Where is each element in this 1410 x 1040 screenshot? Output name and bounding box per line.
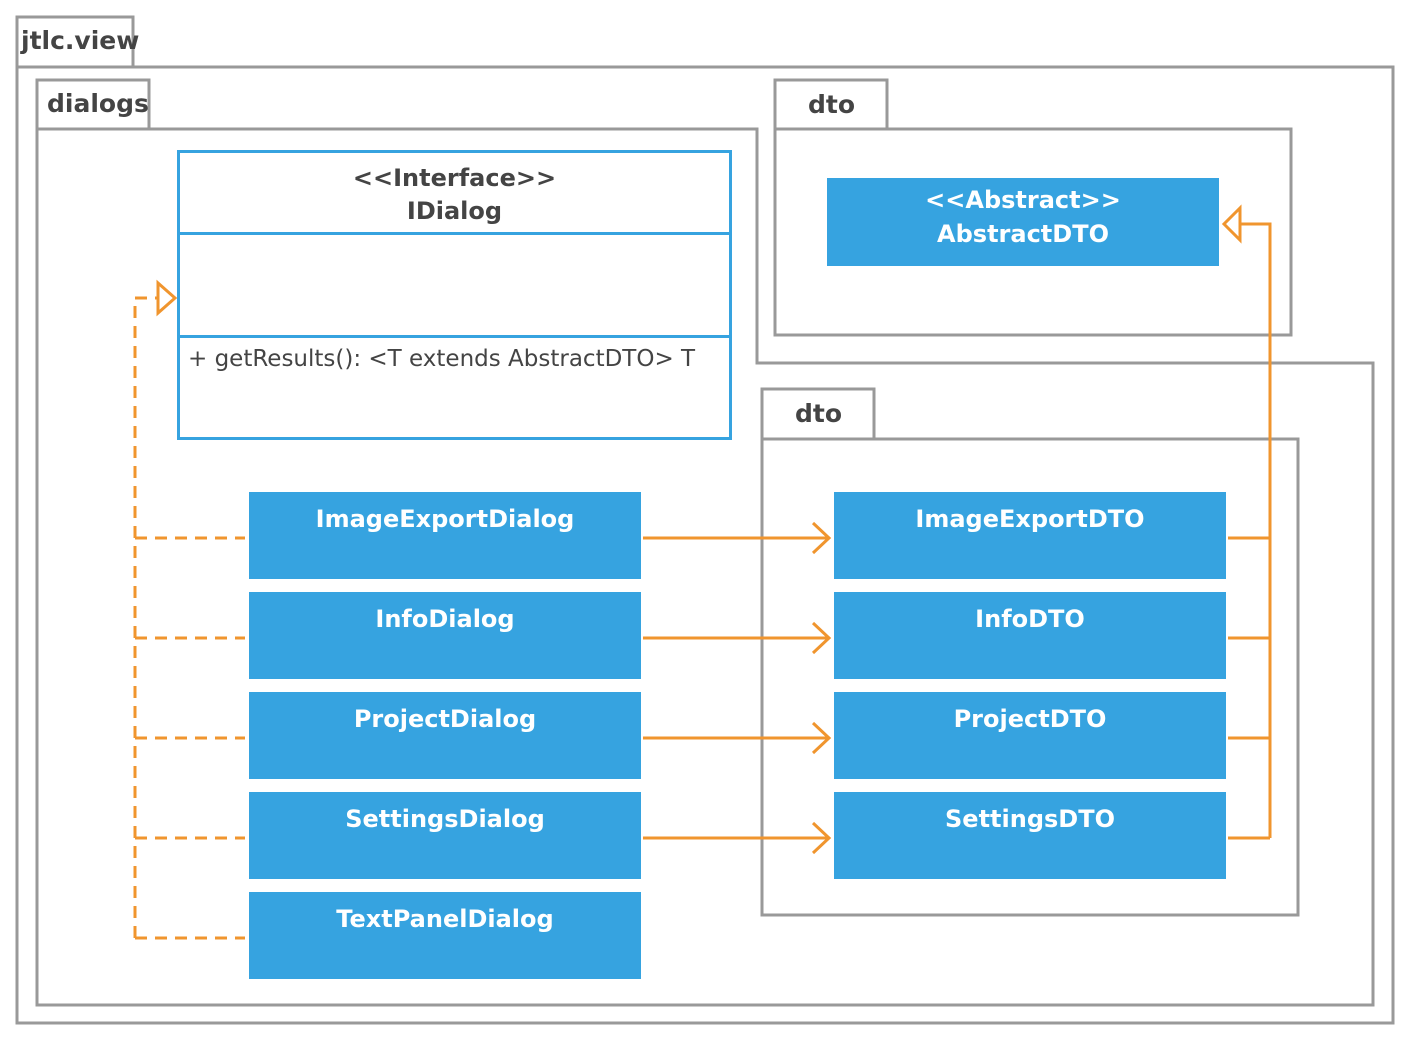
interface-idialog-header: <<Interface>> IDialog — [180, 153, 729, 235]
package-label-dialogs: dialogs — [47, 89, 149, 118]
class-info-dto[interactable]: InfoDTO — [834, 592, 1226, 679]
association-relations — [643, 521, 832, 855]
interface-attributes-compartment — [180, 235, 729, 338]
class-info-dialog[interactable]: InfoDialog — [249, 592, 641, 679]
association-project-head — [811, 721, 832, 755]
package-dialogs — [35, 78, 1375, 1007]
package-jtlc-view — [15, 15, 1395, 1025]
realization-relations — [133, 296, 245, 940]
interface-name: IDialog — [406, 197, 503, 225]
package-label-jtlc-view: jtlc.view — [21, 26, 140, 55]
class-settings-dto[interactable]: SettingsDTO — [834, 792, 1226, 879]
class-image-export-dto[interactable]: ImageExportDTO — [834, 492, 1226, 579]
package-label-dto-top: dto — [808, 90, 856, 119]
generalization-relations — [1228, 222, 1272, 840]
package-dto-inner-body — [760, 437, 1300, 917]
class-name: SettingsDTO — [945, 805, 1115, 833]
class-name: ImageExportDTO — [915, 505, 1145, 533]
interface-operations-compartment: + getResults(): <T extends AbstractDTO> … — [180, 338, 729, 372]
package-dto-inner — [760, 387, 1300, 917]
interface-stereotype: <<Interface>> — [352, 164, 557, 192]
package-label-dto-inner: dto — [795, 399, 843, 428]
package-jtlc-view-body — [15, 65, 1395, 1025]
class-name: SettingsDialog — [345, 805, 545, 833]
abstract-name: AbstractDTO — [937, 220, 1109, 248]
abstract-stereotype: <<Abstract>> — [925, 186, 1121, 214]
class-image-export-dialog[interactable]: ImageExportDialog — [249, 492, 641, 579]
association-info-head — [811, 621, 832, 655]
class-name: InfoDialog — [375, 605, 515, 633]
interface-idialog[interactable]: <<Interface>> IDialog + getResults(): <T… — [177, 150, 732, 440]
package-dto-top-body — [773, 127, 1293, 337]
class-text-panel-dialog[interactable]: TextPanelDialog — [249, 892, 641, 979]
class-name: InfoDTO — [975, 605, 1085, 633]
class-name: ImageExportDialog — [315, 505, 575, 533]
class-abstract-dto[interactable]: <<Abstract>> AbstractDTO — [827, 178, 1219, 266]
class-name: ProjectDTO — [953, 705, 1107, 733]
class-settings-dialog[interactable]: SettingsDialog — [249, 792, 641, 879]
association-settings-head — [811, 821, 832, 855]
generalization-arrowhead — [1221, 204, 1242, 244]
class-project-dialog[interactable]: ProjectDialog — [249, 692, 641, 779]
package-dto-top — [773, 78, 1293, 337]
realization-arrowhead — [156, 279, 178, 317]
realization-trunk — [133, 296, 160, 938]
association-image-export-head — [811, 521, 832, 555]
class-name: ProjectDialog — [353, 705, 537, 733]
package-dialogs-body — [35, 127, 1375, 1007]
class-project-dto[interactable]: ProjectDTO — [834, 692, 1226, 779]
class-name: TextPanelDialog — [336, 905, 554, 933]
generalization-trunk — [1240, 222, 1272, 838]
interface-operation: + getResults(): <T extends AbstractDTO> … — [188, 346, 696, 372]
